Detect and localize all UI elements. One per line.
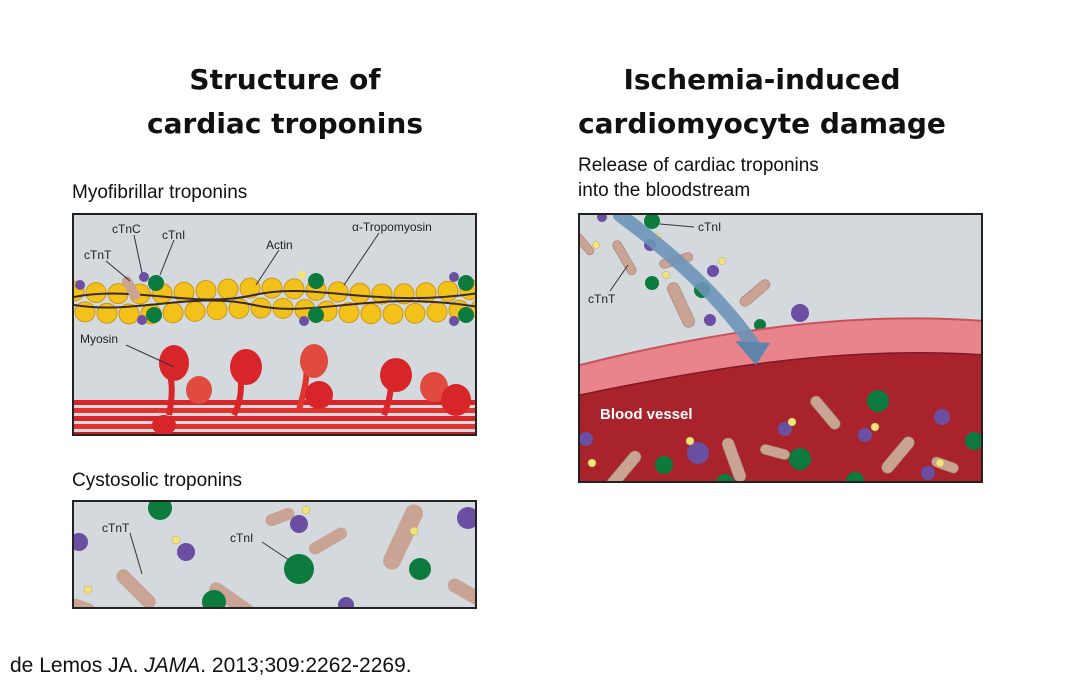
leader-lines [105,232,380,368]
ctnt-rods [74,504,475,607]
myofibrillar-heading: Myofibrillar troponins [72,182,248,203]
ctnc-spheres [74,507,475,607]
right-subtitle-line2: into the bloodstream [578,180,751,201]
vessel-wall-edge [580,317,981,366]
release-arrow [613,215,759,350]
actin-bead [349,282,371,304]
vessel-lumen [580,352,981,481]
release-arrow-head [735,341,770,365]
actin-bead [206,299,228,321]
right-subtitle-line1: Release of cardiac troponins [578,155,819,176]
actin-bead [217,278,239,300]
label-ctnc: cTnC [112,222,141,236]
myofibrillar-panel: cTnC cTnI cTnT Actin α-Tropomyosin Myosi… [72,213,477,436]
cytosolic-diagram: cTnT cTnI [74,502,475,607]
blood-ctnc [580,409,950,480]
myosin-filaments [74,400,475,434]
ischemia-leader-lines [609,223,695,292]
actin-bead [327,281,349,303]
blood-vessel-label: Blood vessel [600,406,693,423]
actin-bead [184,300,206,322]
actin-bead [338,302,360,324]
label-myosin: Myosin [80,332,118,346]
tropomyosin-strand-2 [74,299,475,310]
blood-ctni [655,390,981,481]
blood-small [587,417,945,468]
cyto-leader-lines [129,532,290,575]
cyto-label-ctnt: cTnT [102,521,130,535]
troponin-complexes [75,271,474,326]
cytosolic-heading: Cystosolic troponins [72,470,243,491]
actin-bead [382,303,404,325]
cyto-label-ctni: cTnI [230,531,253,545]
left-title-line1: Structure of [189,63,381,96]
vessel-lumen-edge [580,352,981,396]
citation: de Lemos JA. JAMA. 2013;309:2262-2269. [10,654,412,678]
actin-bead [239,277,261,299]
actin-bead [437,280,459,302]
right-title-line2: cardiomyocyte damage [578,107,946,140]
actin-bead [162,302,184,324]
cytosolic-panel: cTnT cTnI [72,500,477,609]
ischemia-diagram: cTnI cTnT Blood vessel [580,215,981,481]
actin-bead [118,303,140,325]
myofibrillar-diagram: cTnC cTnI cTnT Actin α-Tropomyosin Myosi… [74,220,475,434]
left-title-line2: cardiac troponins [146,107,424,140]
ischemia-panel: cTnI cTnT Blood vessel [578,213,983,483]
right-title: Ischemia-induced cardiomyocyte damage [562,58,962,146]
ischemia-label-ctni: cTnI [698,220,721,234]
actin-bead [283,278,305,300]
ctni-spheres [148,502,431,607]
myosin-heads [152,344,471,434]
actin-bead [96,302,118,324]
actin-bead [415,282,437,304]
actin-bead [261,277,283,299]
label-ctnt: cTnT [84,248,112,262]
label-tropomyosin: α-Tropomyosin [352,220,432,234]
right-subtitle: Release of cardiac troponins into the bl… [578,153,819,203]
actin-bead [404,302,426,324]
left-title: Structure of cardiac troponins [120,58,450,146]
label-actin: Actin [266,238,293,252]
actin-bead [371,283,393,305]
actin-bead [85,282,107,304]
citation-journal: JAMA [144,654,201,677]
label-ctni: cTnI [162,228,185,242]
ischemia-label-ctnt: cTnT [588,292,616,306]
blood-ctnt-rods [606,395,959,481]
actin-bead [195,280,217,302]
small-particles [83,505,419,595]
actin-bead [426,301,448,323]
citation-rest: . 2013;309:2262-2269. [200,654,412,677]
right-title-line1: Ischemia-induced [623,63,901,96]
actin-bead [360,303,382,325]
citation-author: de Lemos JA. [10,654,145,677]
